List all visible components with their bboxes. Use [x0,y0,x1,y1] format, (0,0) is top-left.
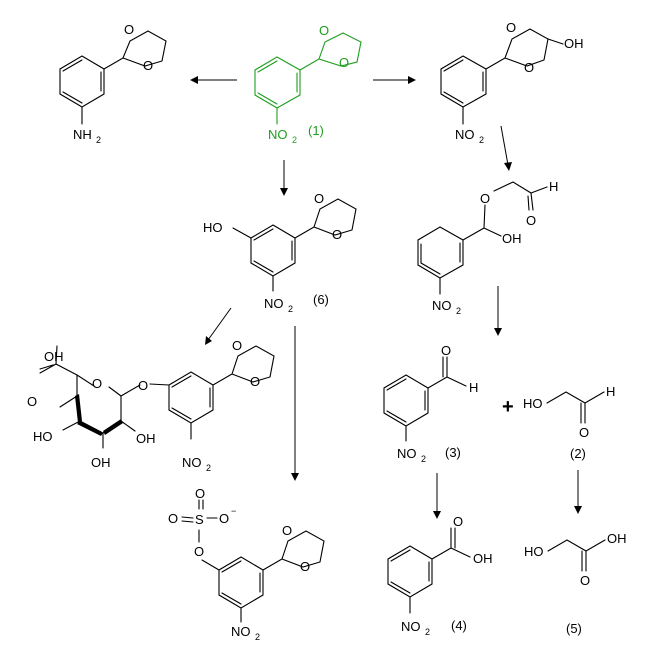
atom-O: O [92,376,102,391]
compound-3-structure: O H NO 2 (3) [383,343,478,464]
arrow-to-benzoic-acid [433,473,441,519]
arrow-to-glucuronide [205,307,232,345]
atom-O: O [526,213,536,228]
atom-O: O [138,378,148,393]
atom-H: H [549,179,558,194]
atom-NH: NH [73,127,92,142]
atom-subscript-2: 2 [456,306,461,316]
atom-O: O [282,523,292,538]
atom-subscript-2: 2 [255,632,260,642]
compound-label-2: (2) [570,446,586,461]
atom-O: O [332,227,342,242]
atom-OH: OH [607,531,627,546]
atom-OH: OH [44,349,64,364]
arrow-to-aldehyde-intermediate [500,125,512,171]
atom-O: O [168,511,178,526]
atom-O: O [339,55,349,70]
atom-O: O [319,23,329,38]
arrow-to-hydroxydioxolane [373,76,416,84]
atom-H: H [469,380,478,395]
charge-minus: − [231,506,236,516]
compound-label-3: (3) [445,445,461,460]
atom-subscript-2: 2 [288,304,293,314]
glucuronide-conjugate-structure: OH O O O HO OH OH O O NO 2 [27,338,275,473]
arrow-to-cleavage-products [494,286,502,336]
atom-HO: HO [203,220,223,235]
atom-subscript-2: 2 [206,463,211,473]
compound-label-4: (4) [451,618,467,633]
atom-O: O [480,191,490,206]
atom-S: S [195,512,204,527]
atom-O: O [219,511,229,526]
compound-label-6: (6) [313,292,329,307]
bold-bond [77,421,103,436]
bold-bond [103,419,123,435]
atom-O: O [441,343,451,358]
atom-H: H [606,384,615,399]
atom-subscript-2: 2 [425,627,430,637]
atom-O: O [579,425,589,440]
arrow-to-sulfate [291,326,299,481]
atom-OH: OH [564,36,584,51]
atom-NO: NO [264,296,284,311]
atom-NO: NO [231,624,251,639]
compound-label-5: (5) [566,621,582,636]
reaction-arrows [190,76,582,519]
atom-O: O [524,60,534,75]
arrow-to-aniline [190,76,237,84]
atom-O: O [143,58,153,73]
atom-O: O [300,559,310,574]
atom-NO: NO [432,298,452,313]
compound-5-structure: HO OH O (5) [524,531,627,636]
compound-1-structure: O O NO 2 (1) [254,23,362,145]
arrow-to-phenol [280,160,288,196]
atom-NO: NO [182,455,202,470]
hydroxydioxolane-metabolite-structure: O O OH NO 2 [440,20,584,145]
atom-O: O [580,573,590,588]
atom-O: O [314,191,324,206]
atom-OH: OH [136,431,156,446]
atom-NO: NO [455,127,475,142]
atom-OH: OH [91,455,111,470]
atom-HO: HO [523,396,543,411]
compound-label-1: (1) [308,123,324,138]
sulfate-conjugate-structure: O O S O − O O O NO 2 [168,486,325,642]
atom-subscript-2: 2 [292,135,297,145]
compound-4-structure: O OH NO 2 (4) [387,514,493,637]
atom-subscript-2: 2 [421,454,426,464]
atom-HO: HO [33,429,53,444]
plus-sign: + [502,396,514,418]
compound-2-structure: HO H O (2) [523,384,615,461]
atom-O: O [506,20,516,35]
arrow-to-glycolic-acid [574,470,582,514]
atom-O: O [194,544,204,559]
atom-subscript-2: 2 [96,135,101,145]
atom-O: O [453,514,463,529]
atom-OH: OH [473,551,493,566]
atom-subscript-2: 2 [479,135,484,145]
atom-O: O [195,486,205,501]
compound-6-structure: HO O O NO 2 (6) [203,191,357,314]
atom-O: O [250,374,260,389]
atom-NO: NO [268,127,288,142]
atom-O: O [27,394,37,409]
hemiacetal-intermediate-structure: O OH O H NO 2 [417,179,558,316]
atom-O: O [232,338,242,353]
atom-NO: NO [401,619,421,634]
atom-O: O [124,22,134,37]
atom-NO: NO [397,446,417,461]
bold-bond [75,394,82,423]
atom-OH: OH [502,231,522,246]
atom-HO: HO [524,544,544,559]
aniline-metabolite-structure: O O NH 2 [59,22,167,145]
